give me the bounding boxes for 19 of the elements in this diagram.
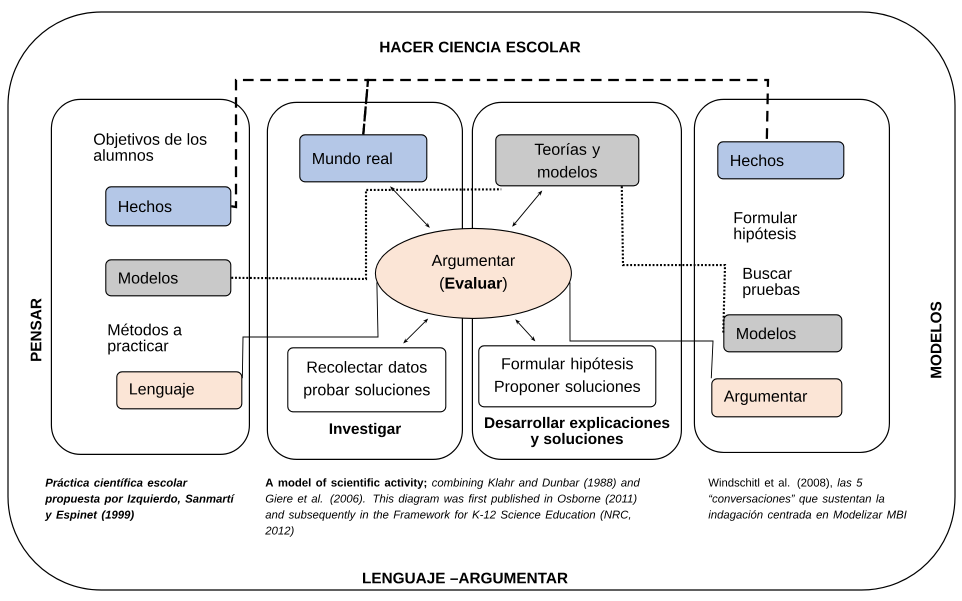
- fact-box: Hechos: [717, 141, 844, 180]
- model-box: Teorías y modelos: [495, 134, 640, 186]
- model-box: Modelos: [105, 259, 232, 296]
- dotted-connector: [231, 188, 502, 280]
- dashed-connector: [362, 78, 770, 142]
- caption-text: A model of scientific activity; combining Klahr and Dunbar (1988) and Giere et al. (2006). This diagram was first published in Osborne (2011) and subsequently in the Framework for K-12 Science Education (NRC, 2012): [265, 478, 640, 537]
- caption-text: Práctica científica escolar propuesta por Izquierdo, Sanmartí y Espinet (1999): [44, 478, 235, 521]
- fact-box: Mundo real: [299, 134, 428, 182]
- process-box: Recolectar datos probar soluciones: [287, 347, 446, 412]
- dotted-connector: [620, 186, 726, 334]
- argument-box: Argumentar: [711, 378, 842, 418]
- connector-line: [569, 282, 714, 379]
- caption-text: Windschitl et al. (2008), las 5 “conversaciones” que sustentan la indagación centrada en Modelizar MBI: [708, 478, 907, 521]
- model-box: Modelos: [723, 314, 842, 352]
- fact-box: Hechos: [105, 186, 232, 226]
- language-box: Lenguaje: [116, 371, 242, 410]
- connector-line: [242, 282, 378, 379]
- process-box: Formular hipótesis Proponer soluciones: [478, 345, 656, 408]
- dashed-connector: [231, 78, 370, 208]
